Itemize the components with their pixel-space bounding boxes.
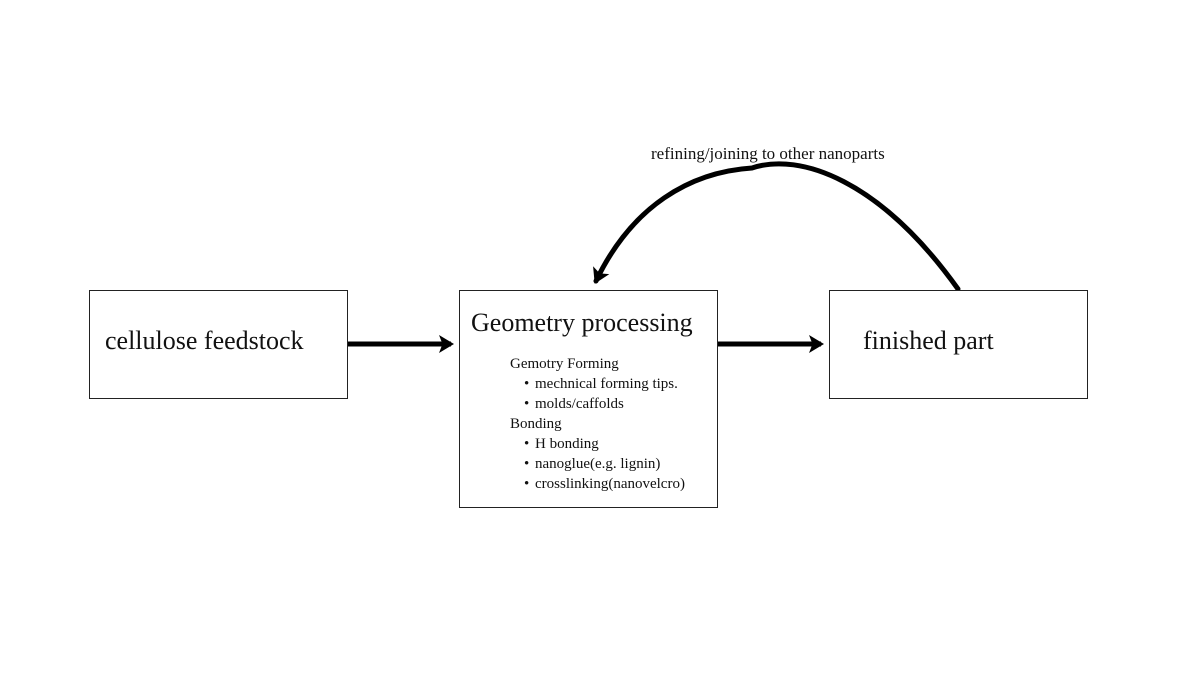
list-item: H bonding	[524, 434, 685, 454]
node-title: Geometry processing	[471, 308, 693, 337]
list-item: molds/caffolds	[524, 394, 685, 414]
list-item: nanoglue(e.g. lignin)	[524, 454, 685, 474]
list-item: mechnical forming tips.	[524, 374, 685, 394]
list-item: crosslinking(nanovelcro)	[524, 474, 685, 494]
node-label: cellulose feedstock	[105, 326, 304, 355]
edge-finished-to-processing	[593, 161, 961, 292]
forming-list: mechnical forming tips. molds/caffolds	[510, 374, 685, 414]
node-label: finished part	[863, 326, 994, 355]
bonding-list: H bonding nanoglue(e.g. lignin) crosslin…	[510, 434, 685, 494]
section-heading-forming: Gemotry Forming	[510, 356, 619, 372]
node-finished-part: finished part	[829, 290, 1088, 399]
section-heading-bonding: Bonding	[510, 416, 562, 432]
edge-label-refining: refining/joining to other nanoparts	[651, 144, 885, 163]
node-geometry-processing: Geometry processing Gemotry Forming mech…	[459, 290, 718, 508]
node-details: Gemotry Forming mechnical forming tips. …	[510, 354, 685, 494]
node-cellulose-feedstock: cellulose feedstock	[89, 290, 348, 399]
